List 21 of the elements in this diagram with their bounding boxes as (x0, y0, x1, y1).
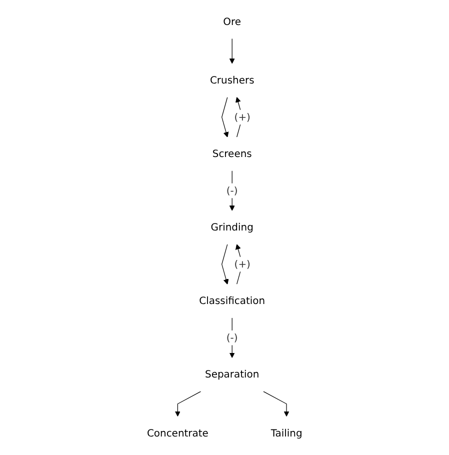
node-text: Concentrate (146, 426, 208, 439)
arrow (229, 318, 235, 358)
arrow (235, 244, 243, 285)
node-text: Tailing (270, 426, 302, 439)
arrow (174, 391, 202, 417)
edge-label: (+) (234, 258, 250, 270)
edge-label: (-) (226, 184, 238, 196)
edge-label: (+) (234, 110, 250, 123)
arrow (235, 96, 243, 138)
arrow (229, 38, 235, 64)
arrow (229, 170, 235, 211)
arrow (221, 96, 229, 138)
node-text: Classification (199, 294, 265, 307)
arrow (262, 391, 290, 417)
node-text: Ore (223, 16, 241, 28)
node-text: Screens (212, 148, 252, 160)
edge-label: (-) (226, 332, 238, 344)
node-text: Crushers (210, 74, 254, 86)
node-text: Separation (204, 368, 260, 380)
arrow (221, 244, 229, 284)
node-text: Grinding (210, 221, 254, 234)
